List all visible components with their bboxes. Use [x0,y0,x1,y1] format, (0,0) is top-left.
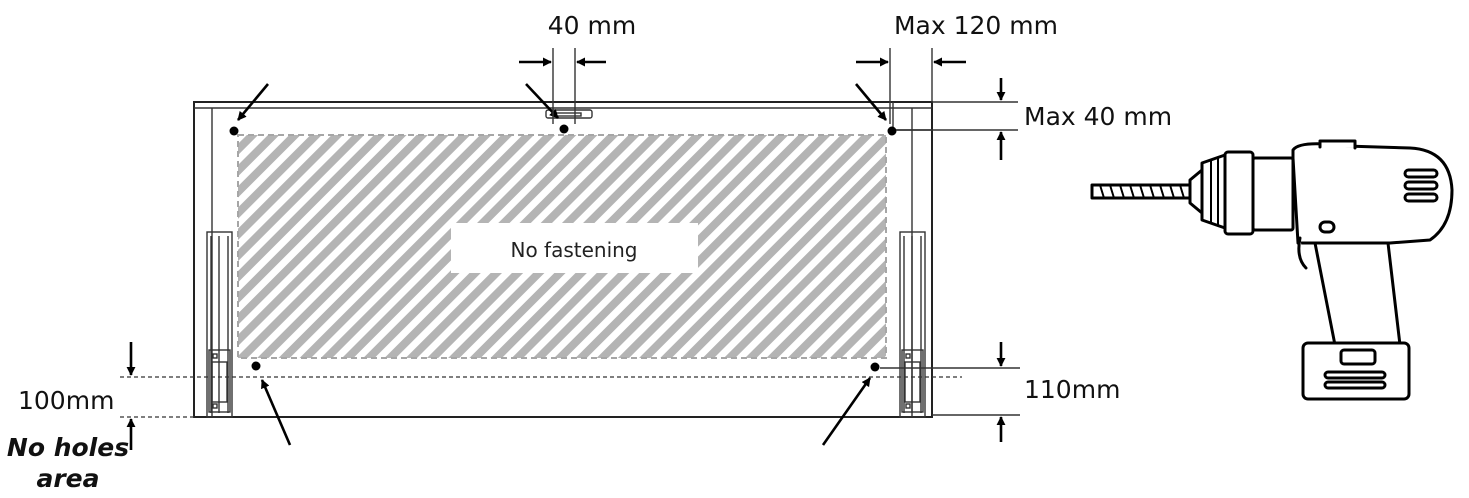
dimension-max-top-offset [896,78,1018,160]
no-fastening-label-box [451,223,698,273]
no-holes-area-label-line1: No holes [7,433,129,462]
bottom-height-label: 110mm [1024,375,1120,404]
pointer-arrow-bottom-right [821,377,872,446]
cordless-drill-icon [1090,139,1454,401]
no-holes-area-label-line2: area [36,464,99,493]
pointer-arrow-top-left [237,83,269,121]
max-edge-offset-label: Max 120 mm [894,11,1058,40]
dimension-pin-spacing [519,48,606,124]
dimension-bottom-height [880,342,1020,442]
max-top-offset-label: Max 40 mm [1024,102,1172,131]
pointer-arrow-top-right [855,83,887,121]
fastening-point-top-right [887,126,897,136]
no-fastening-label: No fastening [510,238,637,262]
no-holes-height-label: 100mm [18,386,114,415]
dimension-max-edge-offset [856,48,966,124]
right-side-rail [899,231,926,418]
fastening-point-bottom-left [251,361,261,371]
fastening-point-top-center [559,124,569,134]
left-side-rail [206,231,233,418]
fastening-point-top-left [229,126,239,136]
dimension-no-holes-height [120,342,962,450]
fastening-points [229,124,897,372]
pointer-arrow-bottom-left [260,379,292,446]
pin-spacing-label: 40 mm [548,11,636,40]
fastening-point-bottom-right [870,362,880,372]
